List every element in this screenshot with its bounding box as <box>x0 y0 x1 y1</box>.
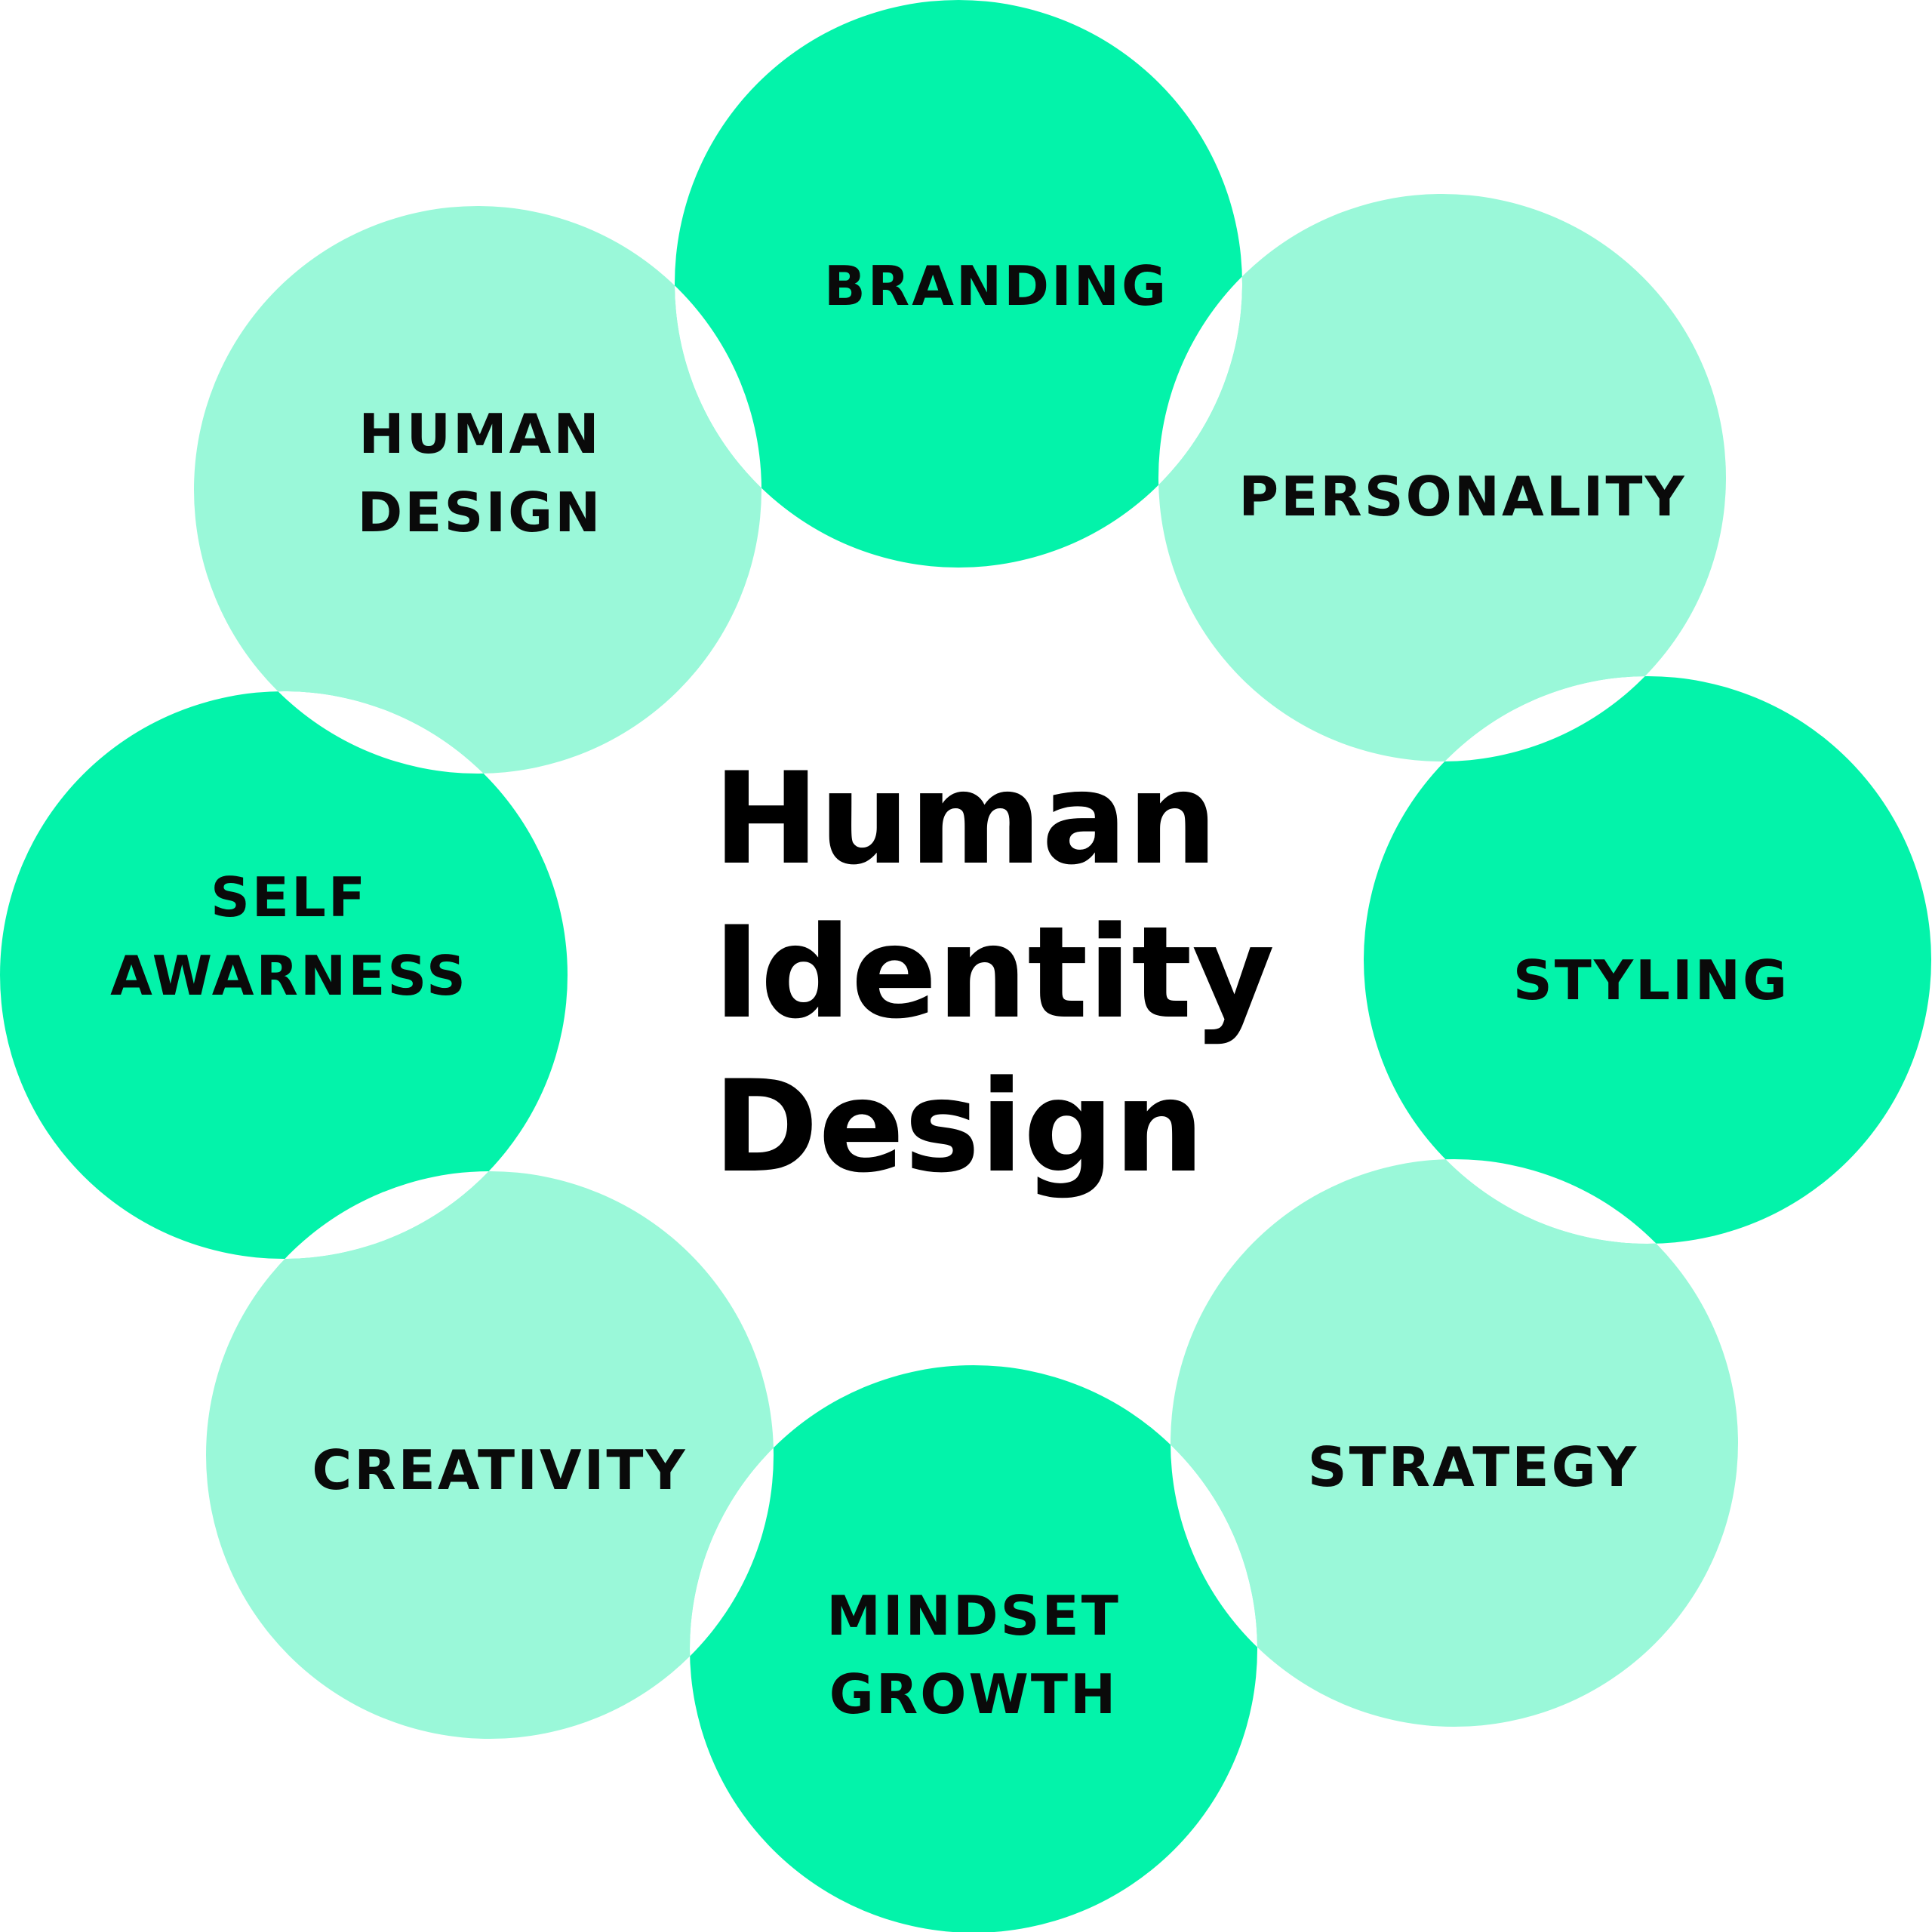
labels-layer: BRANDING PERSONALITY STYLING STRATEGY MINDSE… <box>110 254 1789 1726</box>
mindset-growth-label: MINDSET <box>826 1584 1121 1647</box>
creativity-label: CREATIVITY <box>312 1438 687 1502</box>
center-title-line-3: Design <box>713 1053 1204 1201</box>
personality-circle <box>1158 194 1726 761</box>
strategy-circle <box>1171 1159 1738 1727</box>
center-title-line-1: Human <box>713 745 1217 893</box>
human-design-label: DESIGN <box>358 481 603 544</box>
human-design-label: HUMAN <box>358 402 601 466</box>
styling-circle <box>1364 676 1931 1244</box>
mindset-growth-circle <box>690 1365 1257 1932</box>
mindset-growth-label: GROWTH <box>829 1663 1118 1726</box>
personality-label: PERSONALITY <box>1238 465 1686 528</box>
self-awareness-label: AWARNESS <box>110 944 468 1008</box>
center-title-line-2: Identity <box>713 899 1275 1047</box>
styling-label: STYLING <box>1513 949 1789 1012</box>
branding-circle <box>675 0 1242 568</box>
creativity-circle <box>206 1171 774 1739</box>
self-awareness-circle <box>0 691 568 1259</box>
human-design-circle <box>194 206 761 774</box>
branding-label: BRANDING <box>824 254 1168 318</box>
self-awareness-label: SELF <box>211 866 368 929</box>
center-title: Human Identity Design <box>713 745 1275 1201</box>
strategy-label: STRATEGY <box>1308 1435 1639 1499</box>
